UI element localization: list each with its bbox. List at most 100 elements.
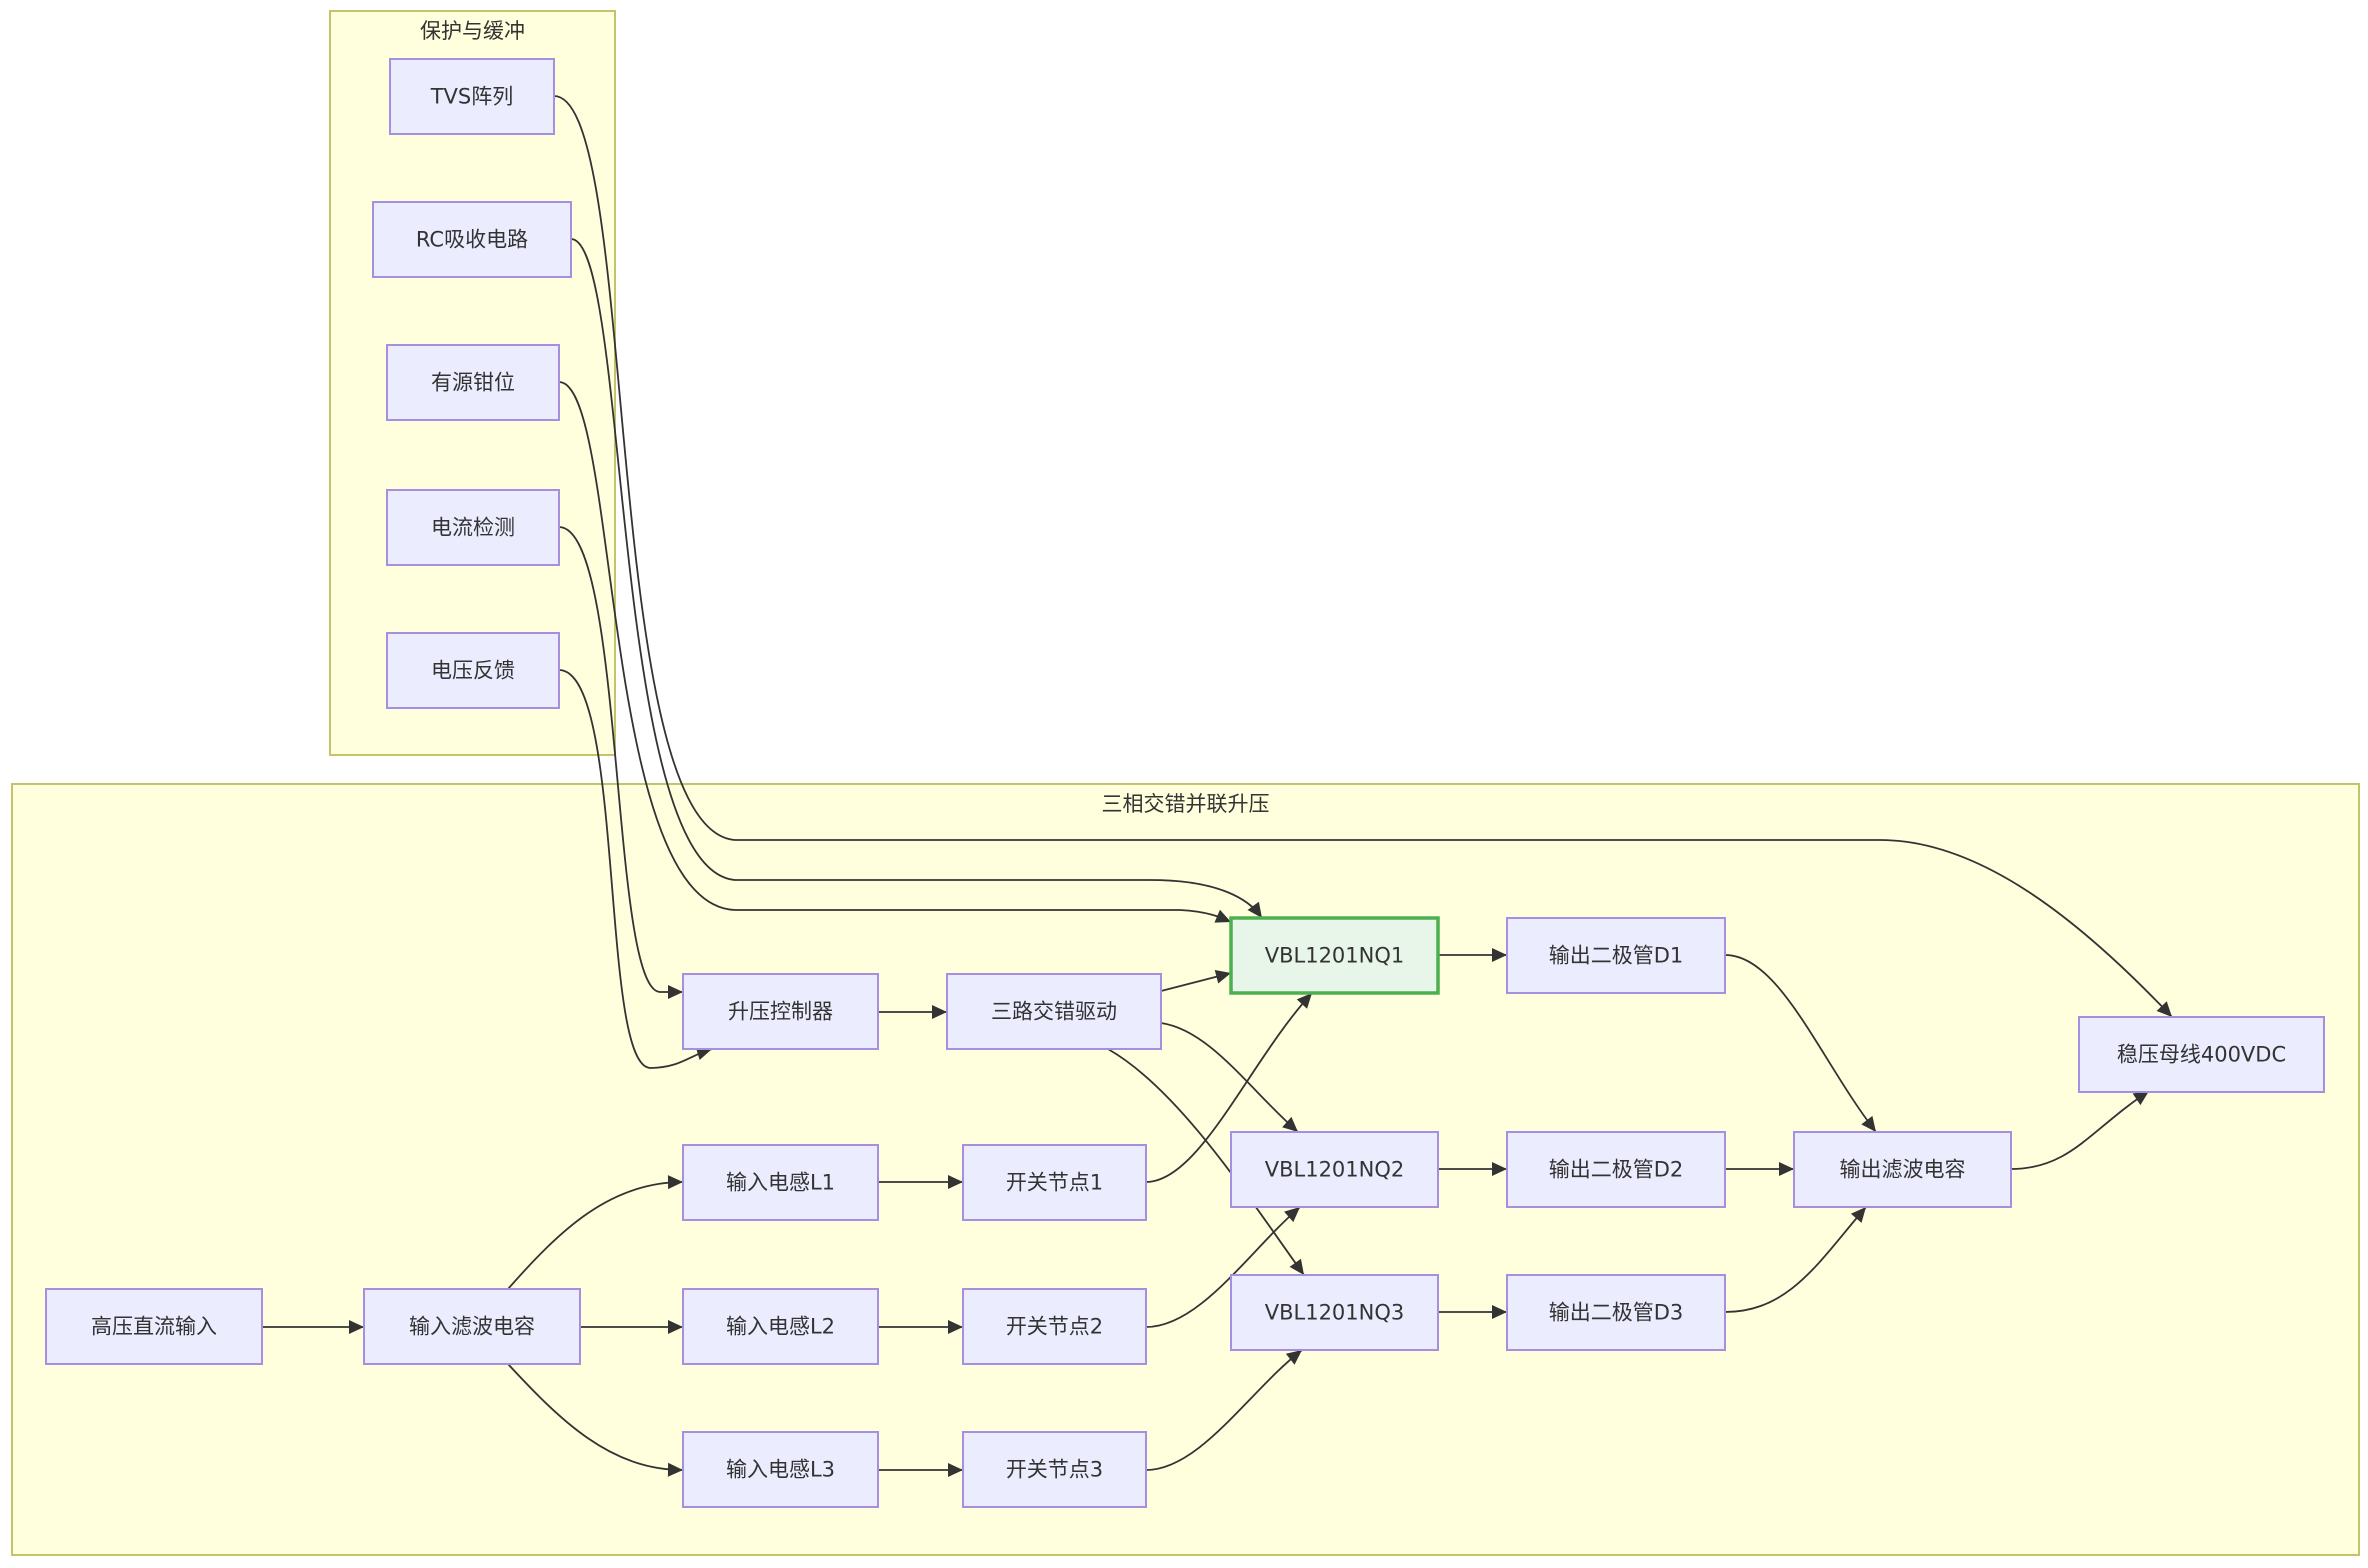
node-box[interactable] xyxy=(386,344,560,421)
node-box[interactable] xyxy=(363,1288,581,1365)
node-l1[interactable]: 输入电感L1 xyxy=(682,1144,879,1221)
node-label: 输入电感L1 xyxy=(726,1171,835,1195)
arrowhead-icon xyxy=(1285,1350,1302,1365)
edge-cout-to-bus xyxy=(2010,1090,2150,1170)
node-sw1[interactable]: 开关节点1 xyxy=(962,1144,1147,1221)
node-l3[interactable]: 输入电感L3 xyxy=(682,1431,879,1508)
node-box[interactable] xyxy=(1506,1131,1726,1208)
node-box[interactable] xyxy=(1506,917,1726,994)
node-label: 开关节点1 xyxy=(1006,1171,1103,1195)
node-box[interactable] xyxy=(1230,1274,1439,1351)
node-box[interactable] xyxy=(682,1144,879,1221)
node-ctrl[interactable]: 升压控制器 xyxy=(682,973,879,1050)
edge-drv-to-q3 xyxy=(1107,1048,1305,1276)
arrowhead-icon xyxy=(668,1320,683,1334)
node-d1[interactable]: 输出二极管D1 xyxy=(1506,917,1726,994)
arrowhead-icon xyxy=(1850,1207,1866,1223)
node-box[interactable] xyxy=(946,973,1162,1050)
node-isense[interactable]: 电流检测 xyxy=(386,489,560,566)
edge-l1-to-sw1 xyxy=(878,1175,963,1189)
node-q2[interactable]: VBL1201NQ2 xyxy=(1230,1131,1439,1208)
node-box[interactable] xyxy=(682,973,879,1050)
node-cout[interactable]: 输出滤波电容 xyxy=(1793,1131,2012,1208)
edge-hvin-to-cin xyxy=(262,1320,364,1334)
arrowhead-icon xyxy=(1492,948,1507,962)
node-l2[interactable]: 输入电感L2 xyxy=(682,1288,879,1365)
arrowhead-icon xyxy=(1492,1305,1507,1319)
node-tvs[interactable]: TVS阵列 xyxy=(389,58,555,135)
edge-line xyxy=(1145,1206,1301,1328)
edge-line xyxy=(553,95,2173,1018)
node-box[interactable] xyxy=(2078,1016,2325,1093)
node-sw2[interactable]: 开关节点2 xyxy=(962,1288,1147,1365)
edge-l3-to-sw3 xyxy=(878,1463,963,1477)
arrowhead-icon xyxy=(948,1320,963,1334)
node-drv[interactable]: 三路交错驱动 xyxy=(946,973,1162,1050)
node-d2[interactable]: 输出二极管D2 xyxy=(1506,1131,1726,1208)
edge-line xyxy=(558,669,713,1069)
node-box[interactable] xyxy=(386,632,560,709)
arrowhead-icon xyxy=(932,1005,947,1019)
node-box[interactable] xyxy=(962,1144,1147,1221)
node-box[interactable] xyxy=(1230,1131,1439,1208)
edge-cin-to-l2 xyxy=(580,1320,683,1334)
edge-cin-to-l3 xyxy=(507,1363,684,1477)
nodes-layer: TVS阵列RC吸收电路有源钳位电流检测电压反馈高压直流输入输入滤波电容输入电感L… xyxy=(45,58,2325,1508)
node-box[interactable] xyxy=(962,1288,1147,1365)
edge-q3-to-d3 xyxy=(1438,1305,1507,1319)
node-label: 输出二极管D2 xyxy=(1549,1158,1684,1182)
node-sw3[interactable]: 开关节点3 xyxy=(962,1431,1147,1508)
edge-line xyxy=(1145,1349,1303,1471)
edge-drv-to-q1 xyxy=(1160,969,1232,992)
edge-line xyxy=(1107,1048,1305,1276)
edge-sw3-to-q3 xyxy=(1145,1349,1303,1471)
arrowhead-icon xyxy=(1779,1162,1794,1176)
node-label: 输入滤波电容 xyxy=(409,1315,535,1339)
node-label: VBL1201NQ2 xyxy=(1265,1158,1405,1182)
node-box[interactable] xyxy=(386,489,560,566)
node-q3[interactable]: VBL1201NQ3 xyxy=(1230,1274,1439,1351)
node-vfb[interactable]: 电压反馈 xyxy=(386,632,560,709)
node-box[interactable] xyxy=(1506,1274,1726,1351)
node-box[interactable] xyxy=(962,1431,1147,1508)
edge-line xyxy=(1145,992,1313,1183)
cluster-title: 三相交错并联升压 xyxy=(1102,792,1270,816)
node-rc[interactable]: RC吸收电路 xyxy=(372,201,572,278)
node-q1[interactable]: VBL1201NQ1 xyxy=(1229,916,1440,995)
node-label: RC吸收电路 xyxy=(416,228,528,252)
arrowhead-icon xyxy=(2156,1001,2172,1017)
arrowhead-icon xyxy=(1289,1258,1304,1275)
node-clamp[interactable]: 有源钳位 xyxy=(386,344,560,421)
node-cin[interactable]: 输入滤波电容 xyxy=(363,1288,581,1365)
edge-line xyxy=(1724,1206,1867,1313)
node-d3[interactable]: 输出二极管D3 xyxy=(1506,1274,1726,1351)
node-box[interactable] xyxy=(45,1288,263,1365)
node-box[interactable] xyxy=(1229,916,1440,995)
node-label: 升压控制器 xyxy=(728,1000,833,1024)
node-label: 输入电感L3 xyxy=(726,1458,835,1482)
node-label: 稳压母线400VDC xyxy=(2117,1043,2286,1067)
node-box[interactable] xyxy=(682,1288,879,1365)
edge-d2-to-cout xyxy=(1725,1162,1794,1176)
edge-line xyxy=(558,526,683,993)
edge-cin-to-l1 xyxy=(507,1175,684,1290)
node-bus[interactable]: 稳压母线400VDC xyxy=(2078,1016,2325,1093)
node-label: 电压反馈 xyxy=(431,659,515,683)
node-box[interactable] xyxy=(372,201,572,278)
arrowhead-icon xyxy=(1284,1207,1300,1223)
node-label: 输出二极管D1 xyxy=(1549,944,1684,968)
arrowhead-icon xyxy=(1214,909,1231,923)
node-label: 开关节点3 xyxy=(1006,1458,1103,1482)
node-hvin[interactable]: 高压直流输入 xyxy=(45,1288,263,1365)
node-label: 高压直流输入 xyxy=(91,1315,217,1339)
edge-q2-to-d2 xyxy=(1438,1162,1507,1176)
node-box[interactable] xyxy=(682,1431,879,1508)
node-box[interactable] xyxy=(1793,1131,2012,1208)
node-box[interactable] xyxy=(389,58,555,135)
node-label: 有源钳位 xyxy=(431,371,515,395)
edge-l2-to-sw2 xyxy=(878,1320,963,1334)
edge-ctrl-to-drv xyxy=(878,1005,947,1019)
edge-line xyxy=(1160,1022,1299,1133)
edge-isense-to-ctrl xyxy=(558,526,683,999)
edges-layer xyxy=(262,95,2173,1477)
